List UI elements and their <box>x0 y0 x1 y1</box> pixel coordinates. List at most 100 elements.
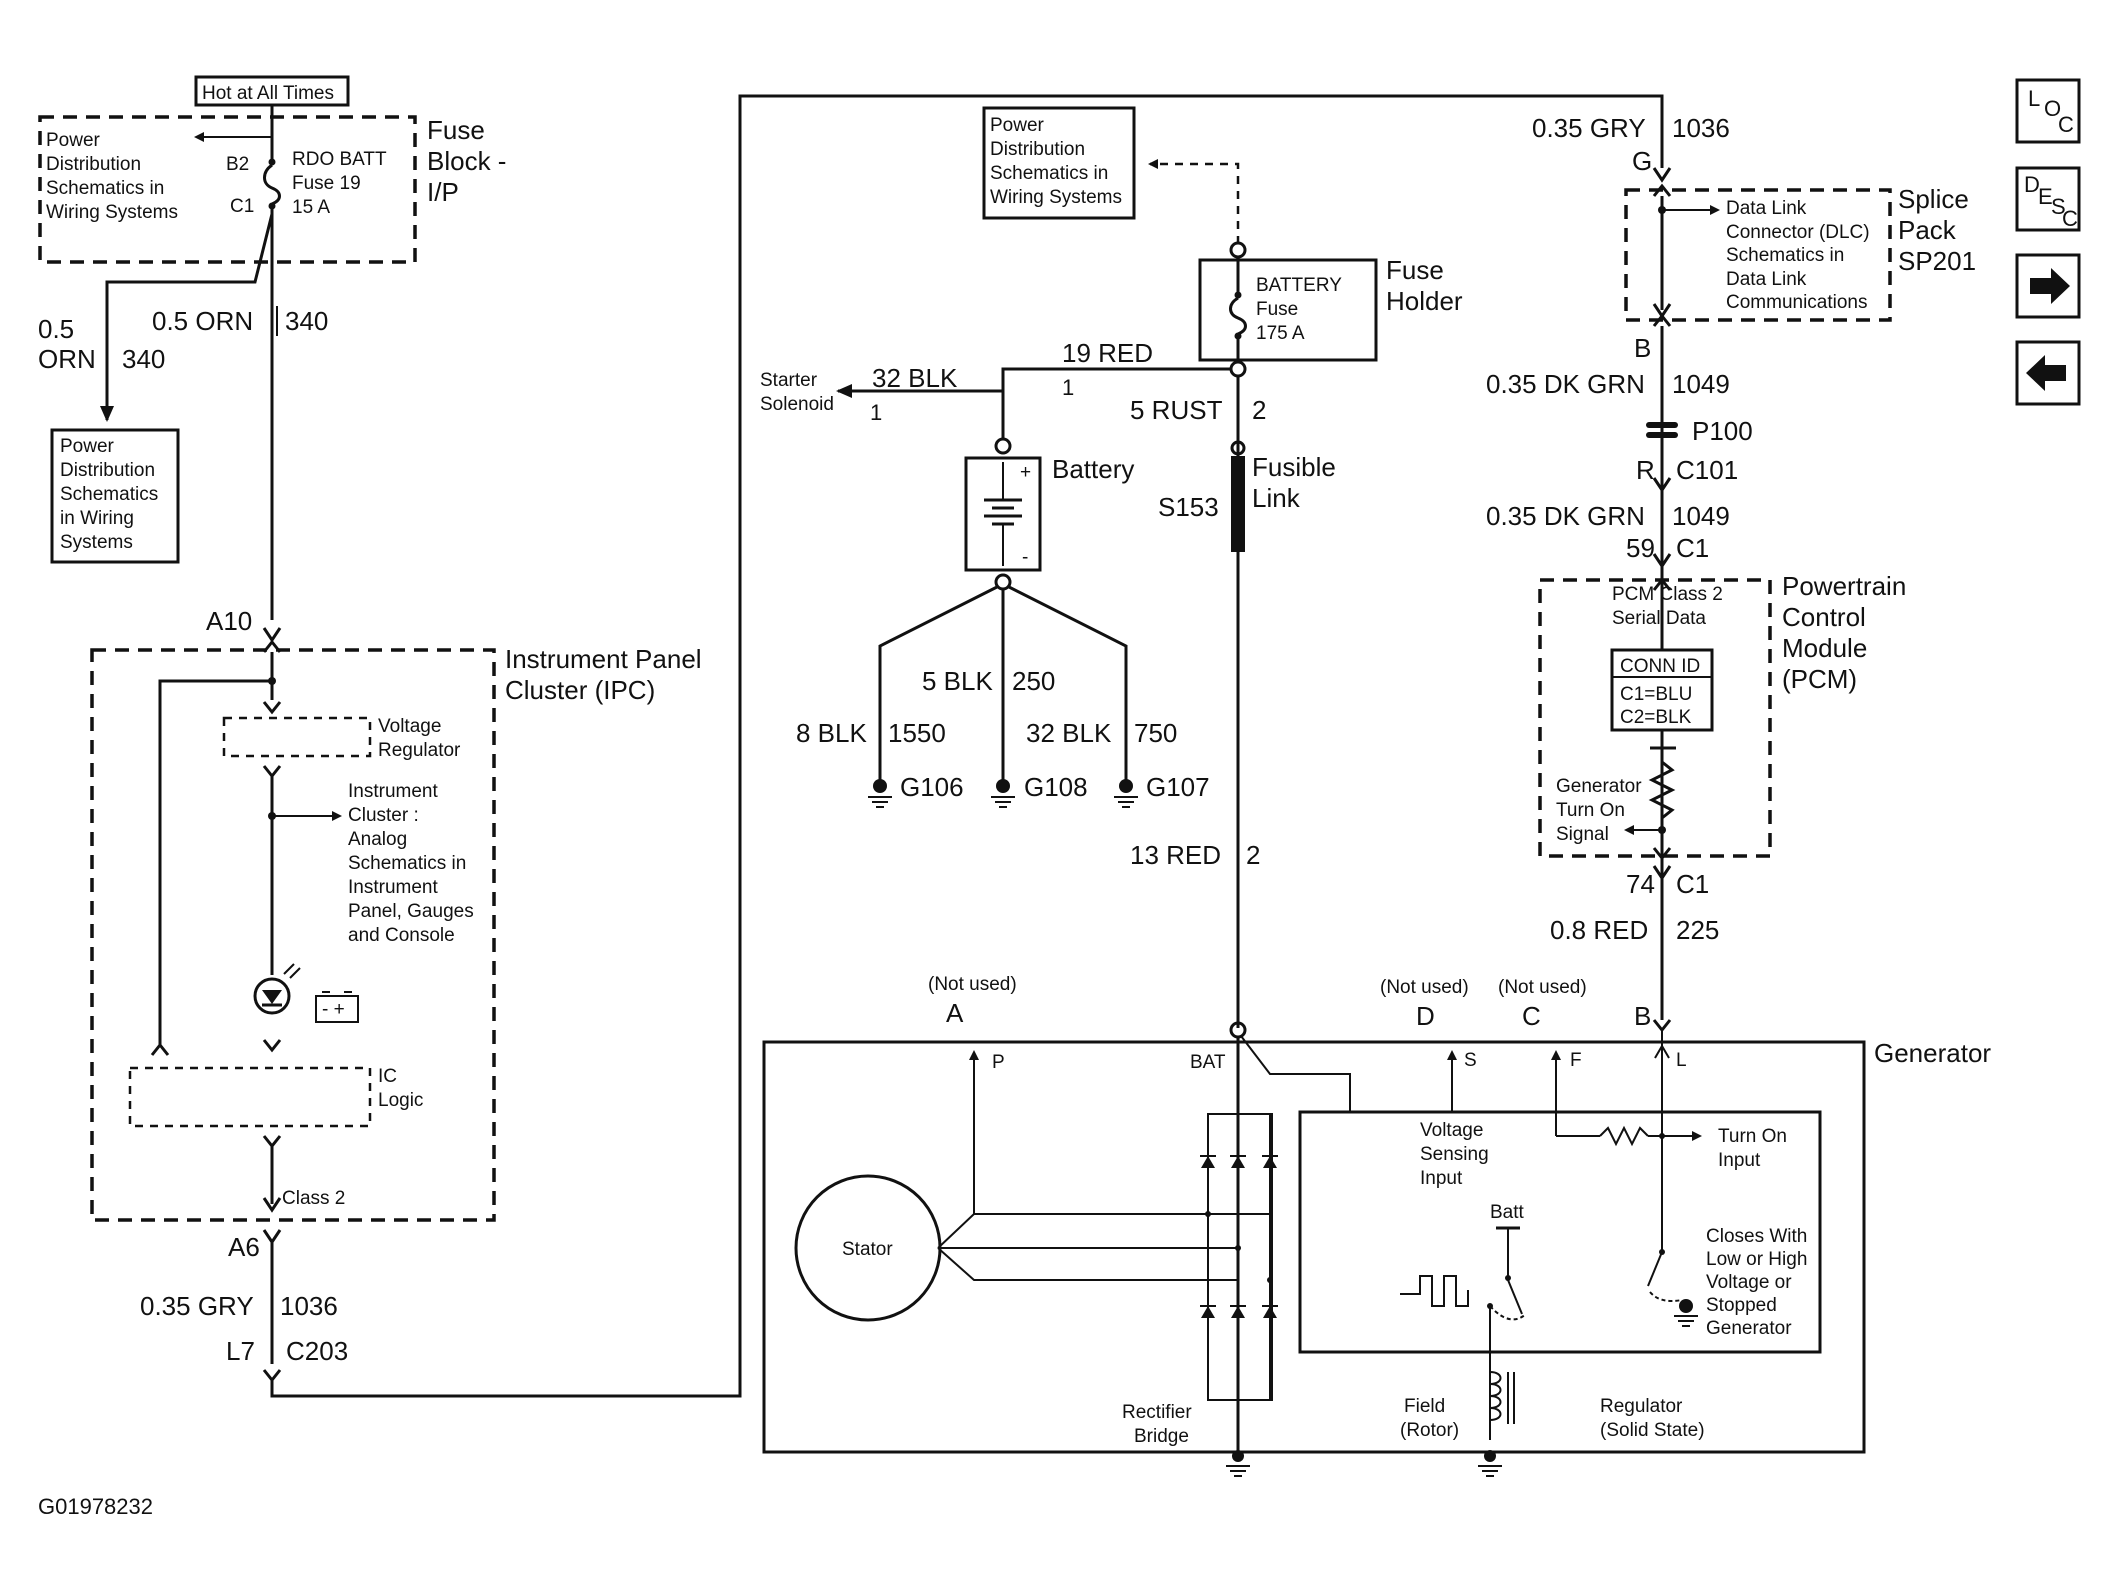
regulator-label-2: (Solid State) <box>1600 1420 1705 1441</box>
wire-13-red-pin: 2 <box>1246 840 1260 870</box>
regulator-label-1: Regulator <box>1600 1396 1683 1417</box>
voltage-regulator-label-1: Voltage <box>378 716 441 737</box>
fuse-19-name: RDO BATT <box>292 149 387 170</box>
field-label-1: Field <box>1404 1396 1445 1417</box>
closes-with-line-1: Closes With <box>1706 1226 1807 1247</box>
ic-logic-box <box>128 1066 372 1128</box>
battery-fuse-line-3: 175 A <box>1256 323 1305 344</box>
ic-ref-line-7: and Console <box>348 925 455 946</box>
desc-button[interactable]: D E S C <box>2015 166 2081 232</box>
gen-turn-on-line-2: Turn On <box>1556 800 1625 821</box>
wire-dk-grn-1-label: 0.35 DK GRN <box>1486 369 1645 399</box>
turn-on-input-line-2: Input <box>1718 1150 1761 1171</box>
closes-with-line-3: Voltage or <box>1706 1272 1792 1293</box>
fuse-19-rating: 15 A <box>292 197 330 218</box>
battery-fuse-line-2: Fuse <box>1256 299 1298 320</box>
dlc-ref-line-2: Connector (DLC) <box>1726 222 1870 243</box>
wire-225-circuit: 225 <box>1676 915 1719 945</box>
wire-8-blk-label: 8 BLK <box>796 718 867 748</box>
hot-at-all-times-label: Hot at All Times <box>202 83 334 104</box>
splice-pack-title-3: SP201 <box>1898 246 1976 276</box>
voltage-sensing-line-2: Sensing <box>1420 1144 1489 1165</box>
wire-13-red-label: 13 RED <box>1130 840 1221 870</box>
desc-letter-d: D <box>2024 172 2040 197</box>
conn-id-c1: C1=BLU <box>1620 684 1692 705</box>
terminal-a: A <box>946 998 964 1028</box>
fuse-block-title-3: I/P <box>427 177 459 207</box>
ground-g108-icon <box>991 779 1015 808</box>
previous-page-button[interactable] <box>2015 340 2081 406</box>
pd-ref-line-4: Wiring Systems <box>46 202 178 223</box>
svg-text:+: + <box>1020 462 1031 483</box>
ipc-conn-a6: A6 <box>228 1232 260 1262</box>
wire-1036-right-circuit: 1036 <box>1672 113 1730 143</box>
fuse-block-title-2: Block - <box>427 146 506 176</box>
pcm-outline <box>1538 578 1772 858</box>
starter-solenoid-label-2: Solenoid <box>760 394 834 415</box>
center-pd-ref-line-4: Wiring Systems <box>990 187 1122 208</box>
p100-label: P100 <box>1692 416 1753 446</box>
closes-with-line-2: Low or High <box>1706 1249 1807 1270</box>
ic-ref-line-4: Schematics in <box>348 853 466 874</box>
conn-b-splice-label: B <box>1634 333 1651 363</box>
battery-cells-icon: + - <box>984 462 1031 568</box>
pd-ref-line-1: Power <box>46 130 101 151</box>
pd-ref2-line-4: in Wiring <box>60 508 134 529</box>
loc-button[interactable]: L O C <box>2015 78 2081 144</box>
charge-indicator-led-icon <box>253 963 301 1015</box>
turn-on-input-line-1: Turn On <box>1718 1126 1787 1147</box>
wire-19-red-pin: 1 <box>1062 375 1074 400</box>
generator: Generator (Not used) A (Not used) D (Not… <box>762 974 1991 1477</box>
next-page-button[interactable] <box>2015 253 2081 319</box>
wire-05-orn-label: 0.5 ORN <box>152 306 253 336</box>
pcm-pin-74: 74 <box>1626 869 1655 899</box>
wire-32-blk-pin: 1 <box>870 400 882 425</box>
loc-letter-l: L <box>2028 86 2040 111</box>
not-used-d: (Not used) <box>1380 977 1469 998</box>
rectifier-diodes-icon <box>1200 1155 1278 1318</box>
wire-dk-grn-1-circuit: 1049 <box>1672 369 1730 399</box>
rectifier-label-1: Rectifier <box>1122 1402 1192 1423</box>
pd-ref-line-3: Schematics in <box>46 178 164 199</box>
pin-b2-label: B2 <box>226 154 249 175</box>
pwm-signal-icon <box>1400 1275 1469 1307</box>
p100-connector-icon <box>1646 422 1678 438</box>
wire-5-rust-pin: 2 <box>1252 395 1266 425</box>
gen-turn-on-line-3: Signal <box>1556 824 1609 845</box>
figure-code: G01978232 <box>38 1494 153 1519</box>
pd-ref2-line-1: Power <box>60 436 115 457</box>
ic-ref-line-2: Cluster : <box>348 805 419 826</box>
pd-ref-line-2: Distribution <box>46 154 141 175</box>
pin-s: S <box>1464 1050 1477 1071</box>
desc-letter-s: S <box>2051 194 2066 219</box>
wire-5-blk-circuit: 250 <box>1012 666 1055 696</box>
conn-id-box <box>1610 648 1714 732</box>
ipc-title-1: Instrument Panel <box>505 644 702 674</box>
splice-pack-outline <box>1624 188 1892 322</box>
ic-ref-line-6: Panel, Gauges <box>348 901 474 922</box>
terminal-d: D <box>1416 1001 1435 1031</box>
splice-pack-title-2: Pack <box>1898 215 1957 245</box>
dlc-ref-line-3: Schematics in <box>1726 245 1844 266</box>
wire-5-rust-label: 5 RUST <box>1130 395 1223 425</box>
wire-32-blk-g-label: 32 BLK <box>1026 718 1112 748</box>
fuse-19-number: Fuse 19 <box>292 173 361 194</box>
fuse-block-title-1: Fuse <box>427 115 485 145</box>
pcm-title-2: Control <box>1782 602 1866 632</box>
field-rotor-coil-icon <box>1489 1371 1515 1424</box>
closes-with-line-5: Generator <box>1706 1318 1792 1339</box>
stator-label: Stator <box>842 1239 893 1260</box>
closes-with-line-4: Stopped <box>1706 1295 1777 1316</box>
voltage-sensing-line-1: Voltage <box>1420 1120 1483 1141</box>
battery-section: Power Distribution Schematics in Wiring … <box>760 106 1463 1039</box>
desc-letter-e: E <box>2038 184 2053 209</box>
instrument-panel-cluster: A10 Instrument Panel Cluster (IPC) Volta… <box>90 94 1664 1398</box>
pcm-title-1: Powertrain <box>1782 571 1906 601</box>
conn-id-c2: C2=BLK <box>1620 707 1692 728</box>
gen-turn-on-line-1: Generator <box>1556 776 1642 797</box>
battery-symbol-icon: - + <box>315 991 359 1023</box>
field-ground-icon <box>1478 1450 1502 1477</box>
voltage-sensing-line-3: Input <box>1420 1168 1463 1189</box>
pd-ref2-line-3: Schematics <box>60 484 158 505</box>
pcm-pin-59-conn: C1 <box>1676 533 1709 563</box>
